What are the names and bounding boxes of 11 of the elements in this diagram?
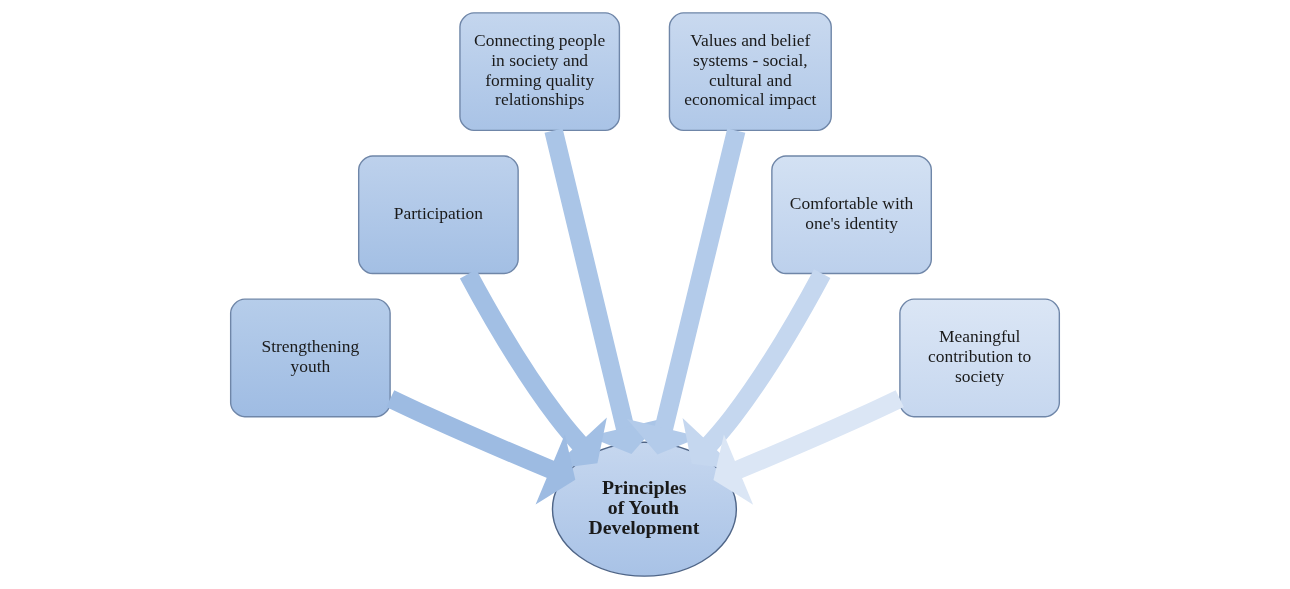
node-box: Values and belief systems - social, cultural and economical impact	[668, 12, 832, 132]
node-box: Participation	[358, 155, 519, 275]
node-ellipse: Principles of Youth Development	[551, 441, 738, 577]
arrow	[713, 390, 904, 505]
arrow	[626, 128, 746, 455]
arrow	[682, 269, 831, 470]
node-box: Strengthening youth	[229, 298, 391, 418]
node-box: Comfortable with one's identity	[771, 155, 933, 275]
node-box: Meaningful contribution to society	[899, 298, 1061, 418]
arrow	[386, 390, 576, 505]
node-box: Connecting people in society and forming quality relationships	[459, 12, 621, 132]
